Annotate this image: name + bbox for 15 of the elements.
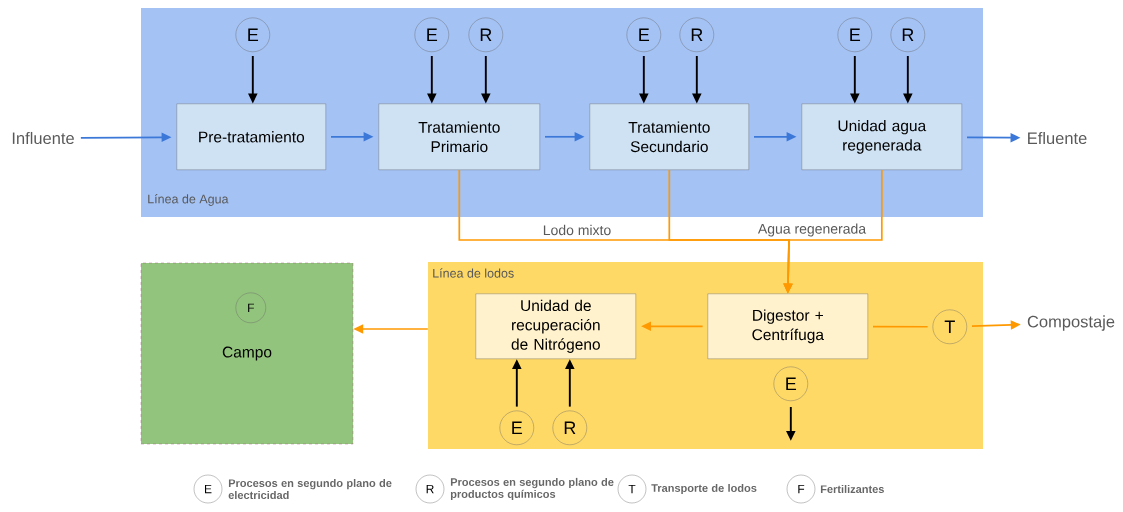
process-box: Pre-tratamiento [176,103,326,170]
flow-text: Compostaje [1027,315,1115,331]
flow-text: Efluente [1028,131,1087,145]
process-box: Digestor + Centrífuga [707,293,868,359]
process-box: Tratamiento Secundario [589,103,749,170]
legend-text: Transporte de lodos [651,483,757,495]
legend-text: Procesos en segundo plano de electricidad [228,478,392,500]
edge-label: Agua regenerada [756,222,868,238]
process-box: Unidad de recuperación de Nitrógeno [475,293,636,359]
process-box: Unidad agua regenerada [801,103,962,170]
legend-text: Fertilizantes [820,484,884,494]
edge-label: Lodo mixto [541,223,613,237]
process-box: Tratamiento Primario [378,103,540,170]
legend-text: Procesos en segundo plano de productos químicos [450,477,614,501]
flow-text: Influente [12,131,74,145]
